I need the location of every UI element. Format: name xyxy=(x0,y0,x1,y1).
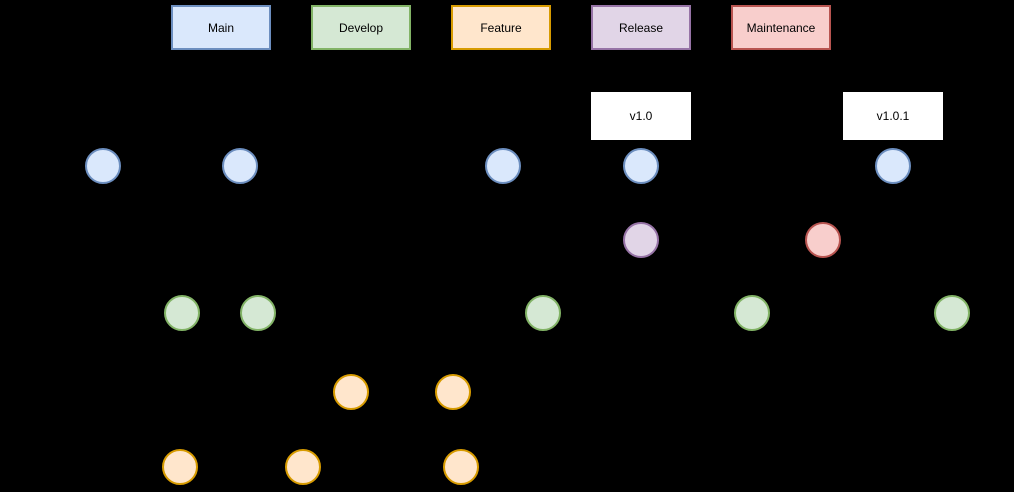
feature-commit-node xyxy=(285,449,321,485)
develop-commit-node xyxy=(240,295,276,331)
legend-label-maintenance: Maintenance xyxy=(746,20,816,35)
develop-commit-node xyxy=(734,295,770,331)
develop-commit-node xyxy=(934,295,970,331)
legend-label-release: Release xyxy=(618,20,664,35)
main-commit-node xyxy=(623,148,659,184)
main-commit-node xyxy=(85,148,121,184)
main-commit-node xyxy=(222,148,258,184)
maintenance-commit-node xyxy=(805,222,841,258)
release-commit-node xyxy=(623,222,659,258)
develop-commit-node xyxy=(164,295,200,331)
legend-label-develop: Develop xyxy=(338,20,384,35)
legend-feature: Feature xyxy=(451,5,551,50)
legend-main: Main xyxy=(171,5,271,50)
version-tag: v1.0.1 xyxy=(843,92,943,140)
legend-label-feature: Feature xyxy=(480,20,522,35)
feature-commit-node xyxy=(443,449,479,485)
feature-commit-node xyxy=(162,449,198,485)
develop-commit-node xyxy=(525,295,561,331)
version-tag-label: v1.0 xyxy=(629,109,653,123)
version-tag-label: v1.0.1 xyxy=(876,109,910,123)
legend-maintenance: Maintenance xyxy=(731,5,831,50)
feature-commit-node xyxy=(435,374,471,410)
legend-develop: Develop xyxy=(311,5,411,50)
version-tag: v1.0 xyxy=(591,92,691,140)
main-commit-node xyxy=(485,148,521,184)
main-commit-node xyxy=(875,148,911,184)
legend-label-main: Main xyxy=(207,20,234,35)
feature-commit-node xyxy=(333,374,369,410)
legend-release: Release xyxy=(591,5,691,50)
